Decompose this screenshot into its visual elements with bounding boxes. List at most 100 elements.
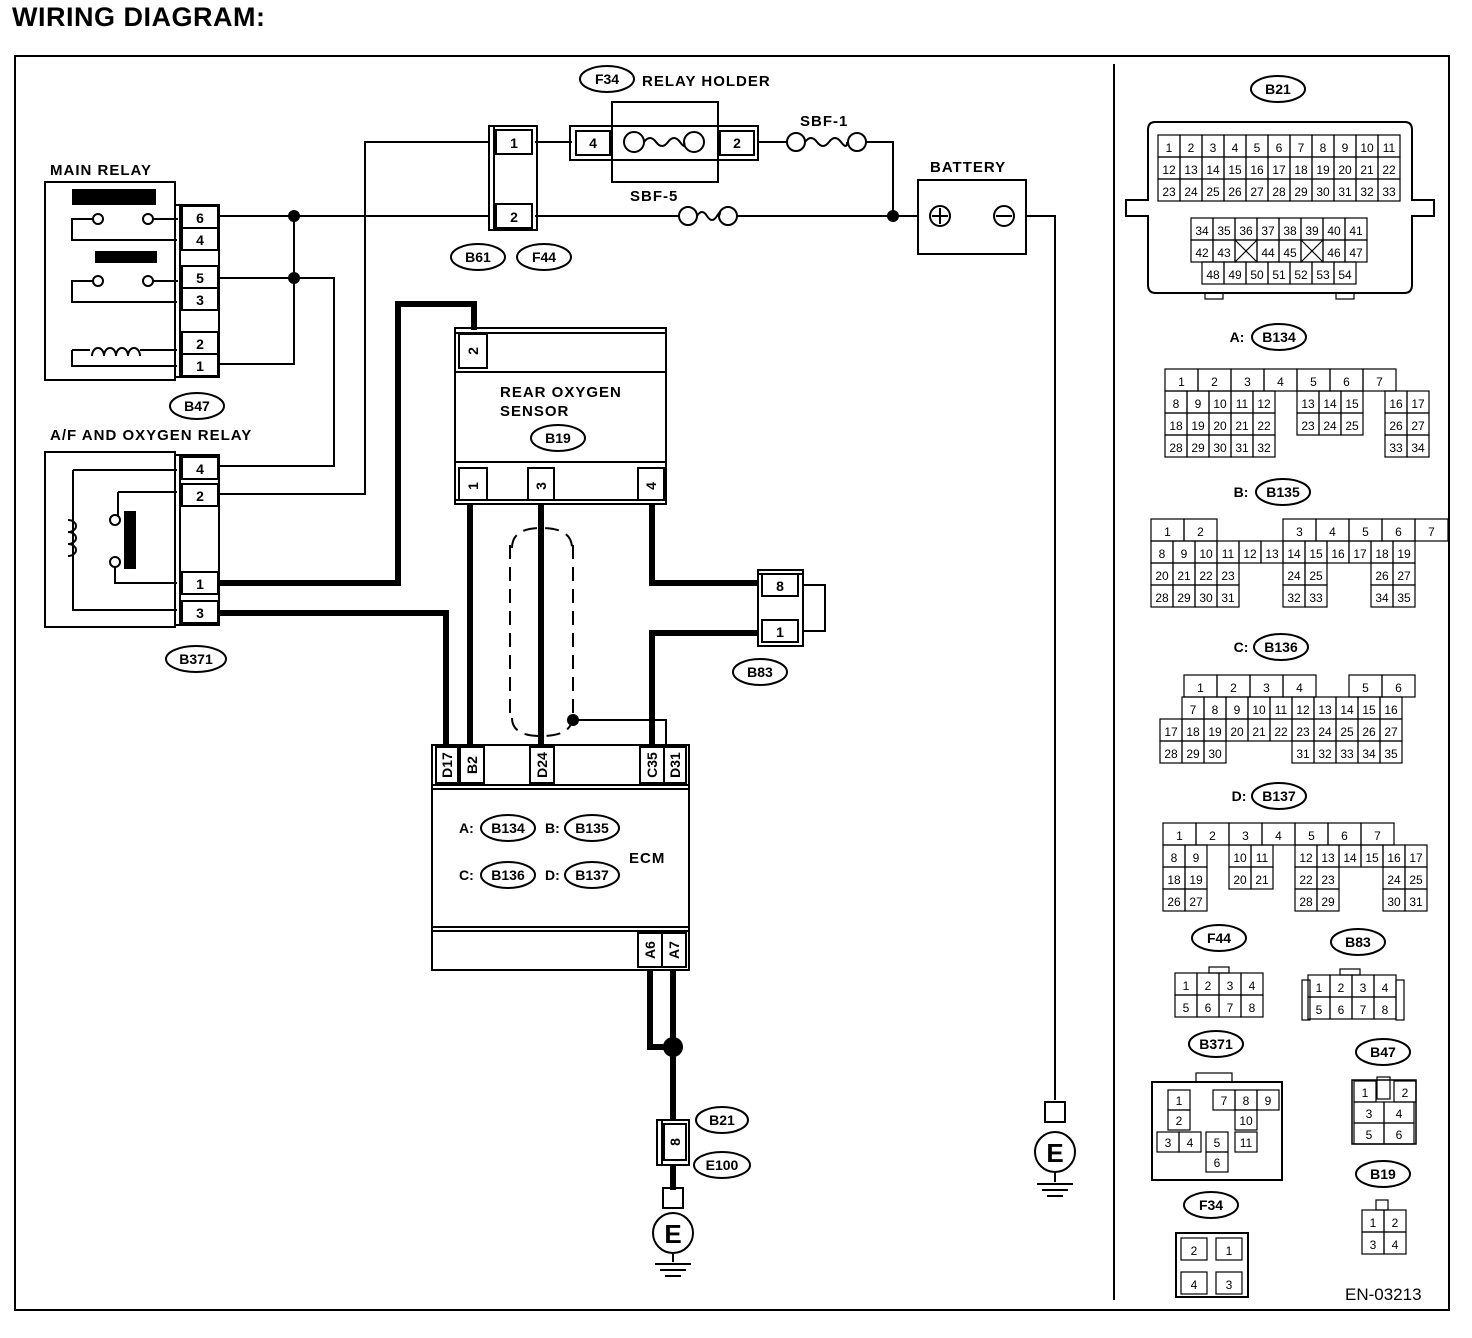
connector-pin-number: 14 (1340, 703, 1354, 717)
ecm-pin: B2 (464, 756, 480, 774)
connector-pin-number: 27 (1189, 895, 1203, 909)
b61-oval (450, 243, 506, 271)
legend-oval (1183, 1191, 1239, 1219)
relay-holder (569, 101, 759, 183)
connector-pin-number: 27 (1384, 725, 1398, 739)
connector-pin-number: 33 (1382, 185, 1396, 199)
ecm-pin: A6 (642, 941, 658, 959)
legend-oval (1253, 633, 1309, 661)
pin-cell (1392, 584, 1416, 608)
connector-pin-number: 21 (1235, 419, 1249, 433)
connector-pin-number: 18 (1294, 163, 1308, 177)
connector-pin-number: 12 (1296, 703, 1310, 717)
wire-a6 (647, 970, 673, 1050)
legend-connector-label: F44 (1207, 930, 1231, 946)
connector-pin-number: 4 (1249, 979, 1256, 993)
connector-pin-number: 14 (1343, 851, 1357, 865)
connector-pin-number: 9 (1195, 397, 1202, 411)
sbf1-label: SBF-1 (800, 113, 848, 130)
o2-pin: 2 (465, 347, 481, 355)
legend-oval (1251, 782, 1307, 810)
connector-pin-number: 16 (1387, 851, 1401, 865)
connector-pin-number: 4 (1396, 1107, 1403, 1121)
o2-label-line2: SENSOR (500, 403, 569, 420)
wire-af2-b61-1 (220, 141, 490, 495)
b136-label: B136 (491, 867, 525, 883)
connector-pin-number: 16 (1250, 163, 1264, 177)
connector-pin-number: 3 (1244, 375, 1251, 389)
connector-pin-number: 6 (1214, 1156, 1221, 1170)
connector-pin-number: 29 (1321, 895, 1335, 909)
af-relay-pin: 3 (196, 605, 204, 621)
connector-pin-number: 7 (1428, 525, 1435, 539)
sbf1-fuse (786, 132, 867, 152)
connector-pin-number: 4 (1187, 1136, 1194, 1150)
connector-pin-number: 18 (1167, 873, 1181, 887)
connector-pin-number: 42 (1195, 246, 1209, 260)
connector-pin-number: 1 (1362, 1086, 1369, 1100)
connector-pin-number: 9 (1265, 1094, 1272, 1108)
wire-c35-b83-1 (649, 630, 758, 745)
connector-pin-number: 23 (1301, 419, 1315, 433)
connector-pin-number: 2 (1176, 1114, 1183, 1128)
connector-pin-number: 25 (1206, 185, 1220, 199)
connector-pin-number: 16 (1389, 397, 1403, 411)
connector-pin-number: 5 (1366, 1128, 1373, 1142)
connector-pin-number: 22 (1274, 725, 1288, 739)
main-relay-label: MAIN RELAY (50, 162, 152, 179)
f44-oval (516, 243, 572, 271)
legend-connector-label: B47 (1370, 1044, 1396, 1060)
connector-pin-number: 4 (1191, 1278, 1198, 1292)
legend-prefix: B: (1234, 484, 1249, 500)
b83-pin: 1 (776, 624, 784, 640)
connector-pin-number: 3 (1360, 981, 1367, 995)
connector-pin-number: 21 (1255, 873, 1269, 887)
connector-pin-number: 18 (1186, 725, 1200, 739)
connector-pin-number: 27 (1397, 569, 1411, 583)
wire-main5-af4 (220, 277, 335, 467)
connector-pin-number: 29 (1186, 747, 1200, 761)
main-relay-pin: 2 (196, 336, 204, 352)
connector-pin-number: 18 (1375, 547, 1389, 561)
wire-af1-o2 (220, 301, 477, 586)
connector-pin-number: 30 (1213, 441, 1227, 455)
pin-cell (1404, 888, 1428, 912)
connector-pin-number: 24 (1287, 569, 1301, 583)
connector-pin-number: 5 (1362, 681, 1369, 695)
connector-pin-number: 23 (1162, 185, 1176, 199)
connector-pin-number: 22 (1199, 569, 1213, 583)
wire-o2-4-b83-8 (649, 504, 758, 586)
connector-pin-number: 6 (1338, 1003, 1345, 1017)
legend-connector-label: B136 (1264, 639, 1298, 655)
main-relay-pin: 4 (196, 232, 204, 248)
pin-cell (1216, 584, 1240, 608)
b137-label: B137 (575, 867, 609, 883)
af-relay-pin: 1 (196, 576, 204, 592)
connector-pin-number: 4 (1296, 681, 1303, 695)
connector-pin-number: 4 (1329, 525, 1336, 539)
main-relay-pin: 5 (196, 270, 204, 286)
connector-pin-number: 27 (1250, 185, 1264, 199)
f34-pin: 4 (589, 135, 597, 151)
wire-shield-d31 (573, 719, 667, 745)
connector-pin-number: 5 (1316, 1003, 1323, 1017)
pin-cell (1304, 584, 1328, 608)
connector-pin-number: 9 (1193, 851, 1200, 865)
connector-pin-number: 46 (1327, 246, 1341, 260)
pin-cell (1414, 518, 1449, 542)
connector-pin-number: 6 (1341, 829, 1348, 843)
connector-pin-number: 5 (1362, 525, 1369, 539)
connector-pin-number: 13 (1265, 547, 1279, 561)
pin-cell (1316, 888, 1340, 912)
connector-pin-number: 13 (1184, 163, 1198, 177)
connector-pin-number: 8 (1171, 851, 1178, 865)
connector-pin-number: 18 (1169, 419, 1183, 433)
connector-pin-number: 1 (1176, 829, 1183, 843)
connector-pin-number: 25 (1309, 569, 1323, 583)
connector-pin-number: 6 (1395, 681, 1402, 695)
connector-pin-number: 43 (1217, 246, 1231, 260)
legend-connector-label: B137 (1262, 788, 1296, 804)
diagram-frame (14, 55, 1450, 1311)
connector-pin-number: 24 (1387, 873, 1401, 887)
connector-pin-number: 9 (1342, 141, 1349, 155)
